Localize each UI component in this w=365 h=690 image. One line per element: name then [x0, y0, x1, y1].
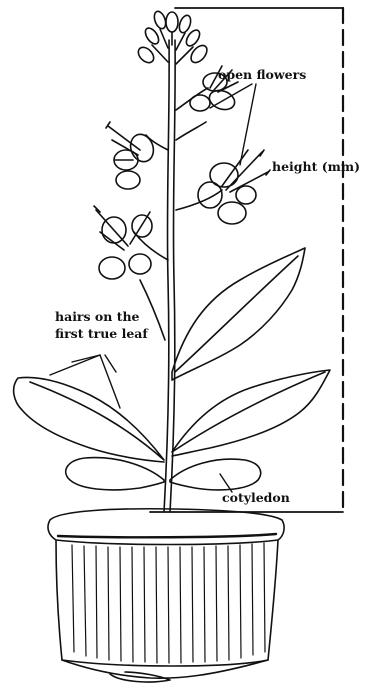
label-height: height (mm) — [272, 158, 360, 175]
flower-mid-right — [176, 150, 270, 224]
stem-leaf — [172, 248, 305, 380]
main-stem — [164, 40, 175, 512]
cotyledon-right — [170, 459, 261, 490]
second-true-leaf — [172, 370, 330, 456]
cotyledon-left — [66, 458, 164, 490]
pot — [48, 509, 284, 682]
height-bracket — [150, 8, 343, 512]
label-hairs-line2: first true leaf — [55, 325, 148, 342]
pot-ribs — [72, 543, 265, 663]
label-hairs: hairs on the first true leaf — [55, 308, 148, 342]
flower-buds — [135, 10, 210, 66]
label-hairs-line1: hairs on the — [55, 308, 148, 325]
first-true-leaf — [14, 377, 164, 462]
label-open-flowers: open flowers — [218, 66, 306, 83]
label-cotyledon: cotyledon — [222, 489, 290, 506]
flower-upper-left — [106, 122, 168, 189]
